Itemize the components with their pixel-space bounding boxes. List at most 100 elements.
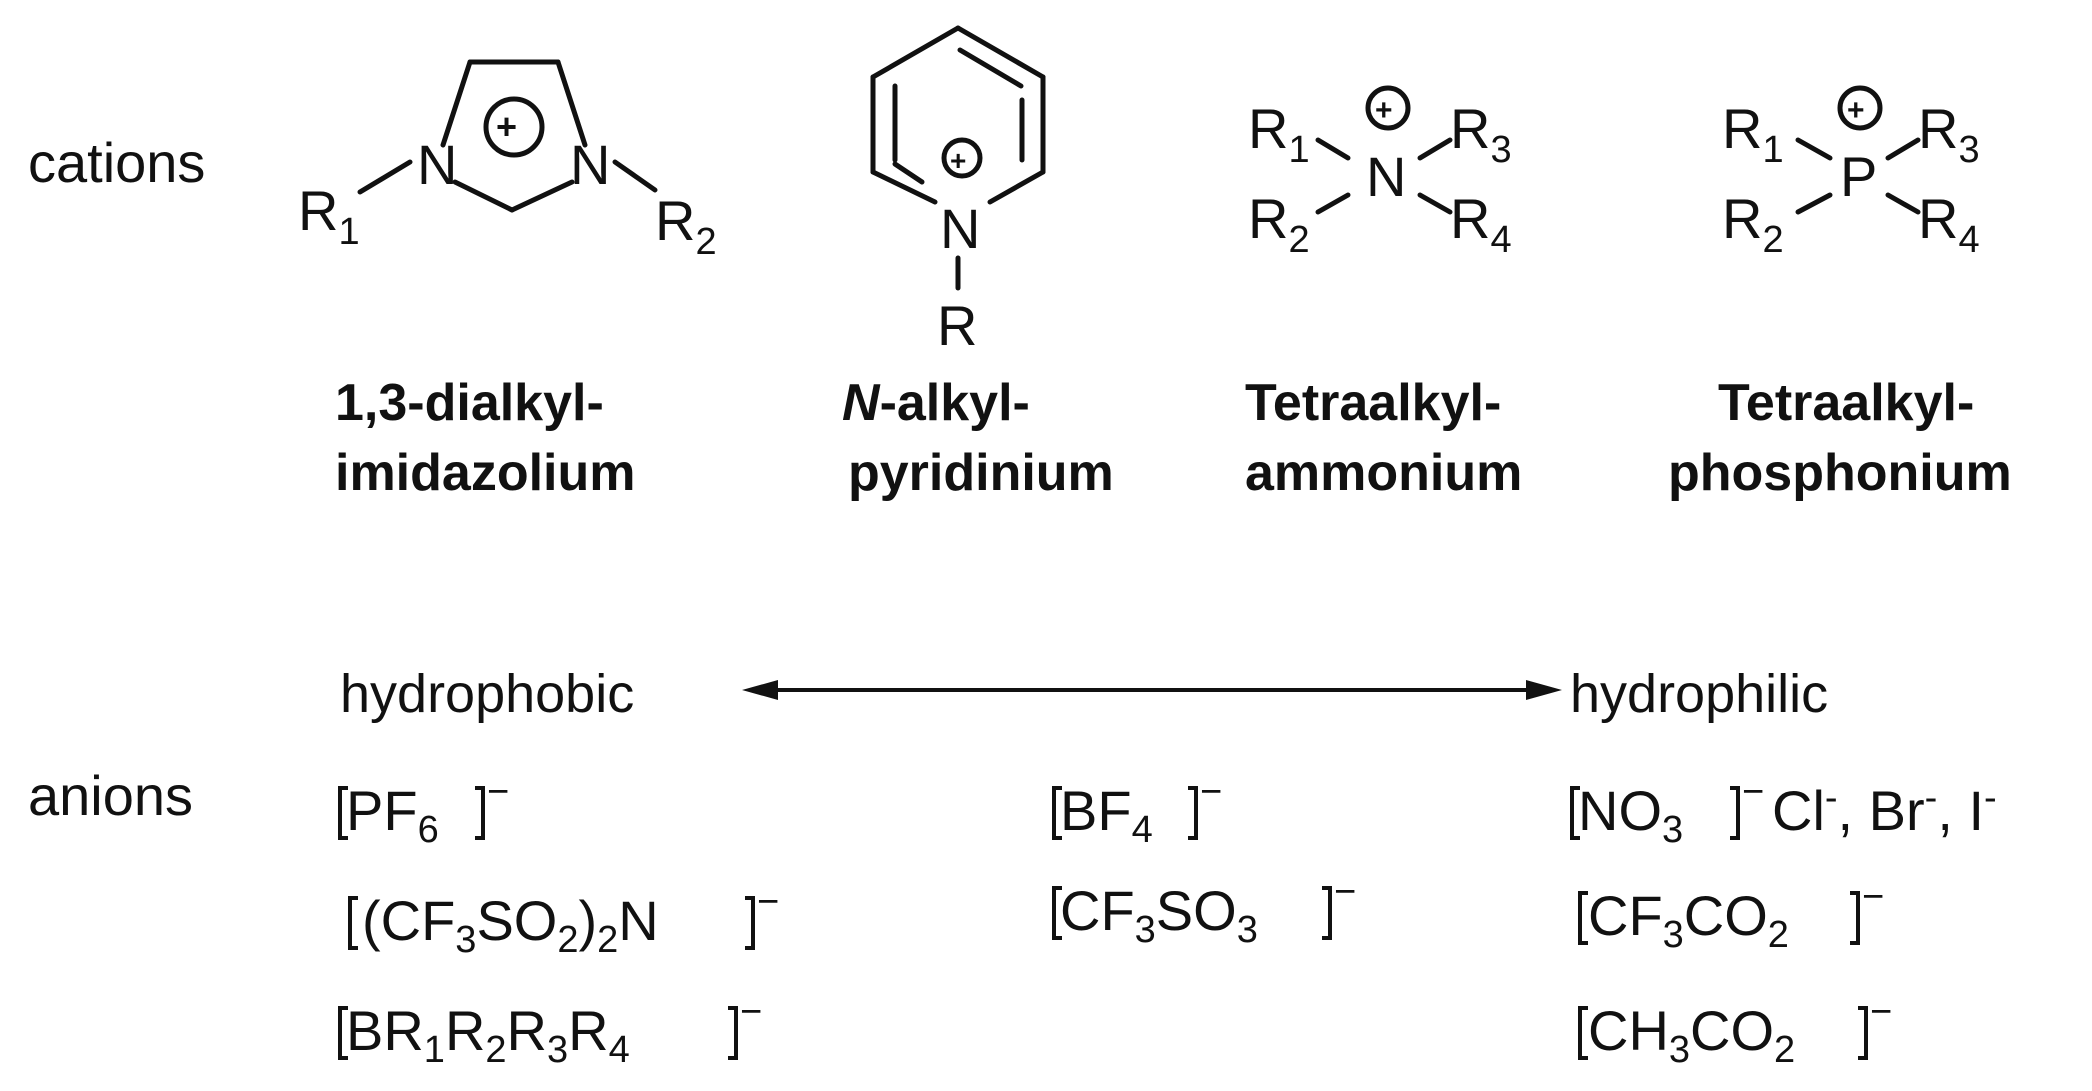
pyridinium-caption-rest: -alkyl- (880, 374, 1030, 432)
anion-pf6-formula: PF6 (346, 779, 439, 851)
phosphonium-r2-bond (1795, 192, 1833, 215)
anion-charge: − (1870, 991, 1892, 1033)
cations-row-label: cations (28, 131, 205, 194)
hydrophilic-label: hydrophilic (1570, 664, 1828, 724)
anion-charge: − (1862, 876, 1884, 918)
pyridinium-caption-italic: N (842, 374, 881, 432)
phosphonium-r1-bond (1795, 137, 1833, 161)
imidazolium-bond (452, 179, 515, 213)
anion-charge: − (1200, 771, 1222, 813)
anion-bracket-right (1850, 891, 1860, 945)
arrow-head-right (1526, 680, 1562, 700)
imidazolium-caption-line2: imidazolium (335, 444, 635, 502)
phosphonium-p: P (1840, 145, 1877, 208)
imidazolium-r2-bond (612, 159, 658, 193)
imidazolium-charge-circle (483, 96, 545, 158)
ammonium-r4-bond (1417, 192, 1453, 215)
ammonium-charge-circle (1365, 85, 1411, 131)
anion-charge: − (487, 771, 509, 813)
imidazolium-bond (509, 179, 575, 213)
imidazolium-bond (440, 59, 473, 148)
ammonium-n: N (1366, 145, 1406, 208)
phosphonium-structure (1795, 85, 1921, 215)
phosphonium-r3: R3 (1918, 97, 1980, 171)
ammonium-r4: R4 (1450, 187, 1512, 261)
imidazolium-r1: R1 (298, 179, 360, 253)
pyridinium-double-bond (957, 47, 1024, 89)
anion-bracket-left (338, 1006, 348, 1060)
pyridinium-r: R (937, 294, 977, 357)
pyridinium-n: N (940, 197, 980, 260)
ammonium-r3: R3 (1450, 97, 1512, 171)
ammonium-r1-bond (1315, 137, 1351, 161)
phosphonium-r3-bond (1885, 137, 1921, 161)
anion-nitrate-halides: NO3 − Cl-, Br-, I- (1570, 771, 1997, 851)
anion-nitrate-formula: NO3 (1578, 779, 1683, 851)
phosphonium-caption-line1: Tetraalkyl- (1718, 374, 1974, 432)
pyridinium-plus: + (950, 145, 966, 176)
pyridinium-bond (870, 169, 938, 205)
imidazolium-r1-bond (357, 159, 413, 195)
pyridinium-double-bond (892, 161, 925, 185)
phosphonium-charge-circle (1837, 85, 1883, 131)
anion-bracket-right (1322, 886, 1332, 940)
ammonium-r3-bond (1417, 137, 1453, 161)
ammonium-r2-bond (1315, 192, 1351, 215)
anion-bf4-formula: BF4 (1060, 779, 1153, 851)
ammonium-caption-line2: ammonium (1245, 444, 1522, 502)
anion-bracket-left (338, 786, 348, 840)
phosphonium-caption-line2: phosphonium (1668, 444, 2012, 502)
ammonium-structure (1315, 85, 1453, 215)
ammonium-r1: R1 (1248, 97, 1310, 171)
anion-bracket-right (475, 786, 485, 840)
imidazolium-bond (555, 59, 588, 148)
pyridinium-bond (955, 25, 1046, 80)
imidazolium-plus: + (496, 106, 517, 147)
anion-bracket-right (1858, 1006, 1868, 1060)
hydrophobic-label: hydrophobic (340, 664, 634, 724)
ammonium-r2: R2 (1248, 187, 1310, 261)
anion-bracket-right (1730, 786, 1740, 840)
imidazolium-structure (357, 59, 658, 213)
imidazolium-n1: N (417, 133, 457, 196)
anion-charge: − (1742, 771, 1764, 813)
anion-bracket-left (1578, 1006, 1588, 1060)
hydrophobicity-arrow (742, 680, 1562, 700)
pyridinium-caption-line2: pyridinium (848, 444, 1114, 502)
phosphonium-r4-bond (1885, 192, 1921, 215)
ammonium-plus: + (1375, 94, 1393, 127)
imidazolium-n3: N (570, 133, 610, 196)
pyridinium-bond (987, 169, 1046, 205)
anion-charge: − (1334, 871, 1356, 913)
pyridinium-caption-line1: N-alkyl- (842, 374, 1030, 432)
anion-borate-formula: BR1R2R3R4 (346, 999, 630, 1071)
pyridinium-structure (870, 25, 1046, 291)
anion-bracket-right (1188, 786, 1198, 840)
pyridinium-bond (870, 25, 961, 80)
ammonium-caption-line1: Tetraalkyl- (1245, 374, 1501, 432)
anion-bracket-left (1052, 886, 1062, 940)
anion-bracket-left (1052, 786, 1062, 840)
anion-bracket-left (1578, 891, 1588, 945)
anion-tfsi: (CF3SO2)2N − (348, 881, 779, 961)
phosphonium-r2: R2 (1722, 187, 1784, 261)
anion-charge: − (740, 991, 762, 1033)
anion-tfsi-formula: (CF3SO2)2N (362, 889, 659, 961)
anion-bracket-right (745, 896, 755, 950)
anion-acetate-formula: CH3CO2 (1588, 999, 1795, 1071)
anion-halides: Cl-, Br-, I- (1772, 777, 1997, 842)
phosphonium-r1: R1 (1722, 97, 1784, 171)
pyridinium-charge-circle (941, 137, 983, 179)
anion-acetate: CH3CO2 − (1578, 991, 1892, 1071)
imidazolium-r2: R2 (655, 189, 717, 263)
arrow-head-left (742, 680, 778, 700)
anion-bracket-left (348, 896, 358, 950)
anion-triflate: CF3SO3 − (1052, 871, 1356, 951)
anion-pf6: PF6 − (338, 771, 509, 851)
anion-bf4: BF4 − (1052, 771, 1222, 851)
anion-trifluoroacetate: CF3CO2 − (1578, 876, 1884, 956)
anion-trifluoroacetate-formula: CF3CO2 (1588, 884, 1789, 956)
phosphonium-r4: R4 (1918, 187, 1980, 261)
anion-bracket-right (728, 1006, 738, 1060)
